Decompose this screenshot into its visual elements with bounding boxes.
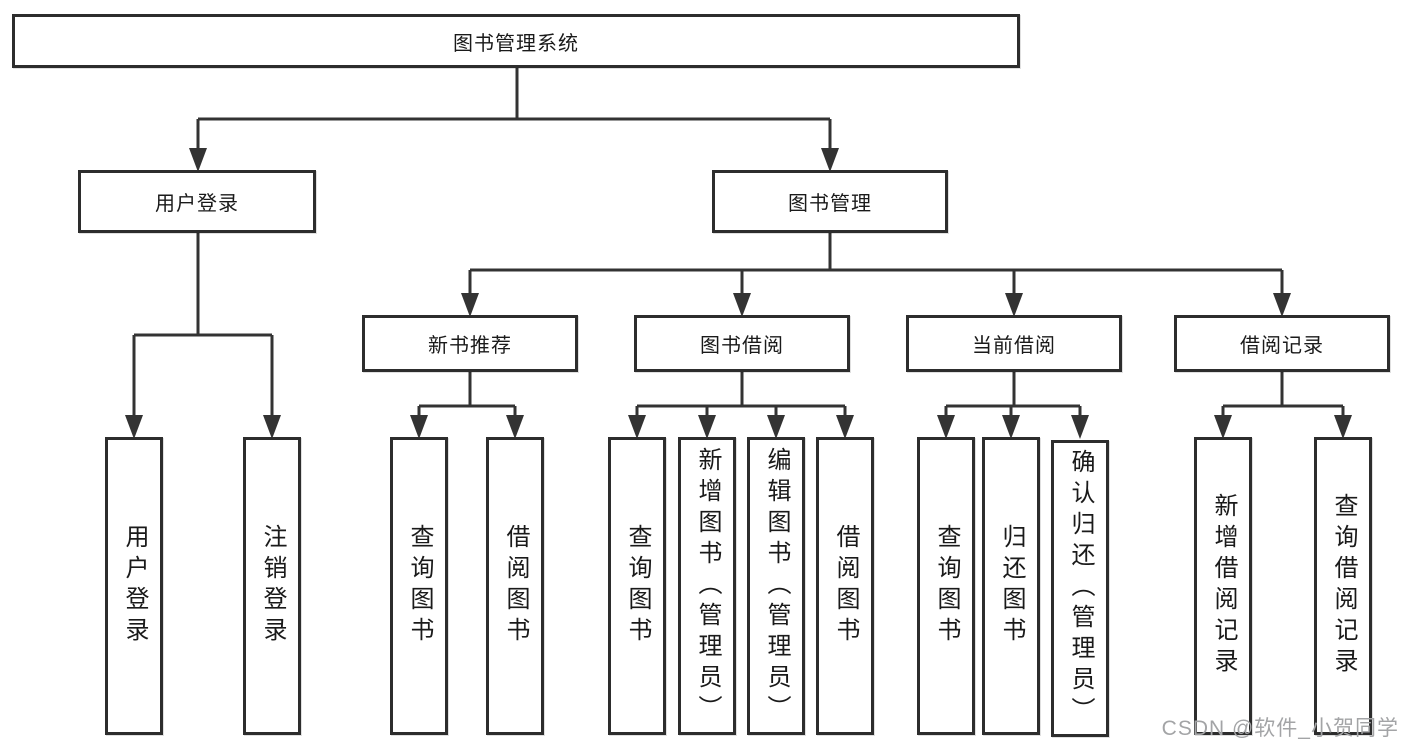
node-root: 图书管理系统 (12, 14, 1020, 68)
node-leaf-br-add-record: 新增借阅记录 (1194, 437, 1252, 735)
node-leaf-bb-add-book-label: 新增图书（管理员） (694, 446, 721, 726)
node-leaf-cb-query-book-label: 查询图书 (933, 524, 960, 648)
node-leaf-bb-add-book: 新增图书（管理员） (678, 437, 736, 735)
node-leaf-cb-return-book: 归还图书 (982, 437, 1040, 735)
node-leaf-br-query-record: 查询借阅记录 (1314, 437, 1372, 735)
node-root-label: 图书管理系统 (453, 32, 579, 55)
node-book-borrow-label: 图书借阅 (700, 335, 784, 357)
node-user-login-label: 用户登录 (155, 193, 239, 215)
edges-new-book-children (410, 372, 524, 439)
node-leaf-bb-query-book-label: 查询图书 (624, 524, 651, 648)
edges-book-mgmt-to-level3 (461, 233, 1291, 317)
node-current-borrow-label: 当前借阅 (972, 335, 1056, 357)
node-leaf-nb-borrow-book-label: 借阅图书 (502, 524, 529, 648)
node-leaf-cb-query-book: 查询图书 (917, 437, 975, 735)
edges-user-login-children (125, 233, 281, 439)
csdn-watermark: CSDN @软件_小贺同学 (1161, 717, 1399, 740)
node-leaf-cb-return-book-label: 归还图书 (998, 524, 1025, 648)
node-leaf-nb-query-book-label: 查询图书 (406, 524, 433, 648)
node-leaf-bb-edit-book-label: 编辑图书（管理员） (763, 446, 790, 726)
node-leaf-logout: 注销登录 (243, 437, 301, 735)
node-leaf-nb-query-book: 查询图书 (390, 437, 448, 735)
node-current-borrow: 当前借阅 (906, 315, 1122, 372)
node-borrow-record: 借阅记录 (1174, 315, 1390, 372)
node-leaf-cb-confirm-return-label: 确认归还（管理员） (1067, 449, 1094, 728)
edges-current-borrow-children (937, 372, 1089, 439)
node-new-book-rec-label: 新书推荐 (428, 335, 512, 357)
node-leaf-user-login-label: 用户登录 (121, 524, 148, 648)
node-leaf-bb-query-book: 查询图书 (608, 437, 666, 735)
node-new-book-rec: 新书推荐 (362, 315, 578, 372)
node-leaf-br-add-record-label: 新增借阅记录 (1210, 493, 1237, 679)
node-leaf-user-login: 用户登录 (105, 437, 163, 735)
node-leaf-br-query-record-label: 查询借阅记录 (1330, 493, 1357, 679)
edges-borrow-record-children (1214, 372, 1352, 439)
node-leaf-bb-borrow-book: 借阅图书 (816, 437, 874, 735)
node-user-login: 用户登录 (78, 170, 316, 233)
node-leaf-cb-confirm-return: 确认归还（管理员） (1051, 440, 1109, 737)
node-leaf-bb-borrow-book-label: 借阅图书 (832, 524, 859, 648)
node-book-mgmt-label: 图书管理 (788, 193, 872, 215)
node-book-borrow: 图书借阅 (634, 315, 850, 372)
edges-book-borrow-children (628, 372, 854, 439)
node-leaf-nb-borrow-book: 借阅图书 (486, 437, 544, 735)
node-leaf-logout-label: 注销登录 (259, 524, 286, 648)
node-leaf-bb-edit-book: 编辑图书（管理员） (747, 437, 805, 735)
node-book-mgmt: 图书管理 (712, 170, 948, 233)
node-borrow-record-label: 借阅记录 (1240, 335, 1324, 357)
edges-root-to-level2 (189, 68, 839, 172)
